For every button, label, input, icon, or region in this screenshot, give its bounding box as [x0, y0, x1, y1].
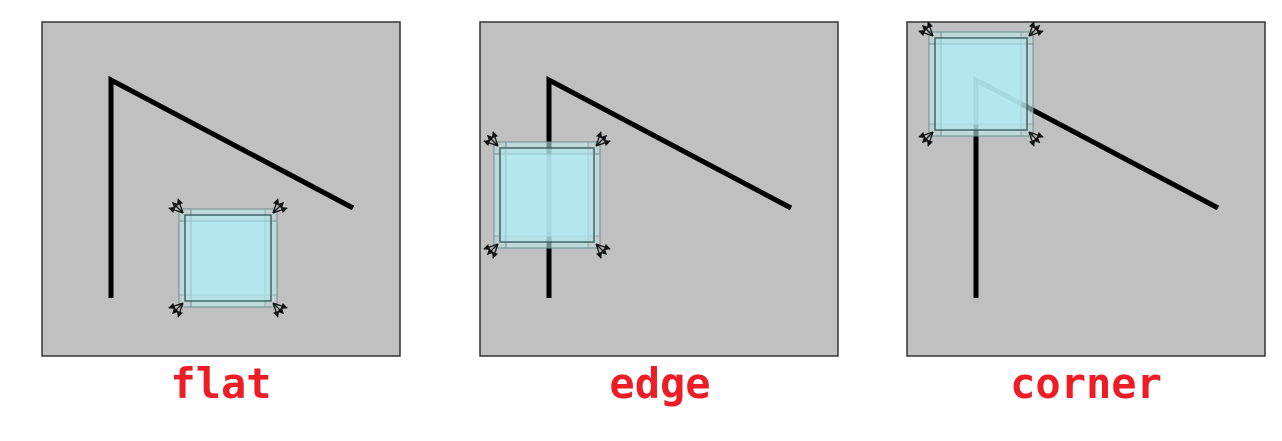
motion-arrow	[595, 243, 611, 251]
motion-arrow	[921, 131, 934, 144]
motion-arrow	[483, 243, 499, 251]
panel-flat: flat	[41, 21, 401, 408]
motion-arrow	[272, 206, 288, 214]
motion-arrow	[595, 134, 608, 147]
window-square	[499, 147, 595, 243]
motion-arrow	[1028, 131, 1041, 144]
motion-arrow	[1028, 131, 1044, 139]
panel-corner: corner	[906, 21, 1266, 408]
motion-arrow	[918, 131, 934, 139]
panel-edge-window	[483, 131, 611, 259]
motion-arrow	[926, 21, 934, 37]
motion-arrow	[176, 302, 184, 318]
window-square	[934, 37, 1028, 131]
motion-arrow	[1028, 29, 1044, 37]
motion-arrow	[491, 243, 499, 259]
motion-arrow	[1028, 131, 1036, 147]
motion-arrow	[171, 201, 184, 214]
motion-arrow	[168, 302, 184, 310]
motion-arrow	[486, 134, 499, 147]
motion-arrow	[595, 139, 611, 147]
motion-arrow	[176, 198, 184, 214]
motion-arrow	[595, 243, 608, 256]
motion-arrow	[595, 243, 603, 259]
motion-arrow	[171, 302, 184, 315]
motion-arrow	[272, 201, 285, 214]
motion-arrow	[1028, 24, 1041, 37]
panel-flat-line-shape	[108, 75, 355, 298]
window-square	[184, 214, 272, 302]
panel-edge: edge	[479, 21, 839, 408]
motion-arrow	[921, 24, 934, 37]
label-corner: corner	[1010, 359, 1162, 408]
motion-arrow	[168, 206, 184, 214]
motion-arrow	[272, 198, 280, 214]
motion-arrow	[1028, 21, 1036, 37]
motion-arrow	[483, 139, 499, 147]
label-edge: edge	[609, 359, 710, 408]
motion-arrow	[272, 302, 288, 310]
panel-edge-background	[479, 21, 839, 357]
motion-arrow	[926, 131, 934, 147]
panel-corner-window	[918, 21, 1044, 147]
motion-arrow	[491, 131, 499, 147]
motion-arrow	[272, 302, 280, 318]
label-flat: flat	[170, 359, 271, 408]
motion-arrow	[272, 302, 285, 315]
panel-flat-window	[168, 198, 288, 318]
motion-arrow	[595, 131, 603, 147]
motion-arrow	[918, 29, 934, 37]
motion-arrow	[486, 243, 499, 256]
